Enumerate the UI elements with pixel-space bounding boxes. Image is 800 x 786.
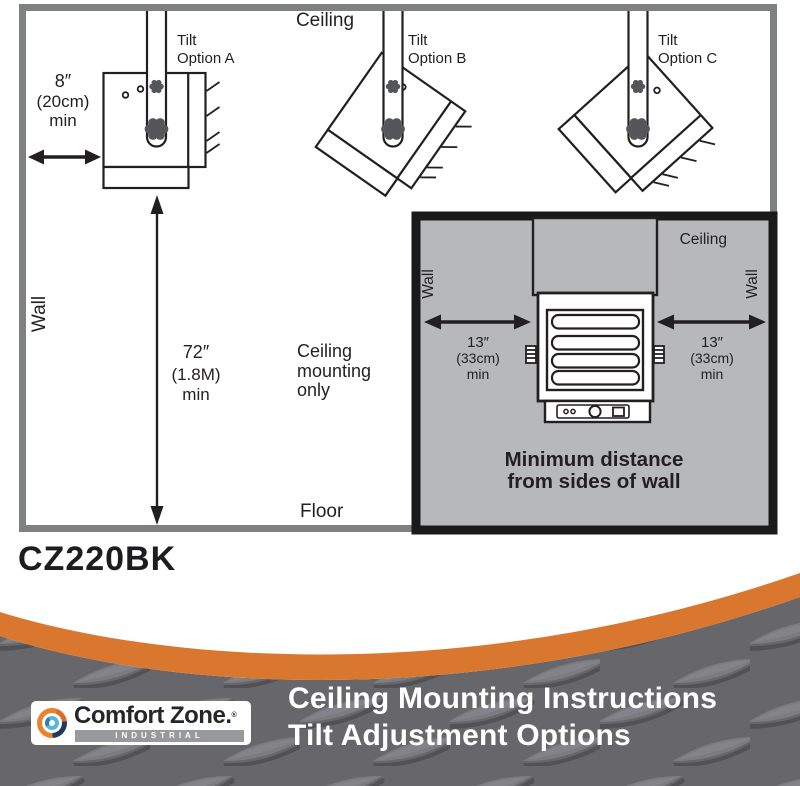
- left-clearance-arrow: [424, 314, 531, 330]
- right-clearance-metric: (33cm): [690, 350, 734, 366]
- mounting-note-line1: Ceiling: [297, 341, 352, 361]
- heater-rear-housing: [531, 216, 659, 297]
- floor-clearance-metric: (1.8M): [171, 365, 220, 384]
- orange-curve-stripe: [0, 573, 800, 680]
- thermostat-dial-icon: [588, 404, 602, 419]
- tilt-option-a-label2: Option A: [177, 50, 235, 67]
- footer-title: Ceiling Mounting Instructions Tilt Adjus…: [288, 680, 717, 754]
- brand-name: Comfort Zone.®: [74, 701, 237, 729]
- side-clearance-metric: (20cm): [37, 92, 90, 111]
- side-adjust-knob-left: [525, 345, 537, 364]
- side-clearance-min: min: [49, 111, 76, 130]
- comfort-zone-logo: Comfort Zone.® INDUSTRIAL: [31, 701, 251, 745]
- side-clearance-dimension: 8″ (20cm) min: [28, 71, 101, 165]
- inset-caption-line2: from sides of wall: [507, 470, 680, 493]
- right-clearance-arrow: [657, 314, 766, 330]
- emblem-core: [45, 716, 59, 730]
- floor-clearance-value: 72″: [183, 342, 210, 362]
- ceiling-mounting-diagram: Ceiling Tilt Option A Tilt Option B Tilt…: [19, 4, 778, 535]
- louvers: [550, 313, 641, 386]
- indicator-light-icon: [570, 408, 576, 415]
- tilt-option-c-label2: Option C: [658, 50, 717, 67]
- right-clearance-min: min: [701, 366, 724, 382]
- comfort-zone-emblem-icon: [37, 708, 67, 738]
- emblem-ring: [42, 713, 62, 733]
- heater-tilt-option-a: [102, 9, 221, 190]
- model-number: CZ220BK: [18, 540, 177, 578]
- wall-distance-inset: Ceiling Wall Wall 13″ (33cm) min 13″ (33…: [411, 211, 778, 535]
- mounting-note-line3: only: [297, 380, 330, 400]
- logo-text: Comfort Zone.® INDUSTRIAL: [74, 701, 245, 743]
- mounting-note-line2: mounting: [297, 361, 371, 381]
- ceiling-label: Ceiling: [296, 10, 354, 31]
- control-panel: [543, 399, 652, 424]
- heater-front-view: [525, 216, 665, 424]
- left-clearance-min: min: [467, 366, 490, 382]
- side-adjust-knob-right: [653, 345, 665, 364]
- indicator-light-icon: [563, 408, 569, 415]
- right-clearance-value: 13″: [701, 334, 724, 351]
- footer-title-line2: Tilt Adjustment Options: [288, 719, 631, 752]
- switch-icon: [612, 406, 625, 417]
- inset-ceiling-label: Ceiling: [680, 231, 727, 248]
- brand-tagline: INDUSTRIAL: [74, 728, 245, 743]
- louver-frame: [545, 308, 645, 392]
- floor-clearance-arrow: [150, 195, 164, 525]
- control-panel-frame: [556, 404, 630, 419]
- wall-label: Wall: [29, 296, 50, 332]
- heater-tilt-option-b: [314, 9, 478, 215]
- tilt-option-b-label2: Option B: [408, 50, 466, 67]
- floor-label: Floor: [300, 501, 344, 522]
- inset-caption-line1: Minimum distance: [505, 448, 684, 471]
- floor-clearance-min: min: [182, 385, 209, 404]
- left-clearance-metric: (33cm): [456, 350, 500, 366]
- inset-wall-right-label: Wall: [744, 269, 761, 299]
- footer-title-line1: Ceiling Mounting Instructions: [288, 682, 718, 715]
- tilt-option-c-label: Tilt: [658, 32, 678, 49]
- side-clearance-arrow: [28, 149, 101, 165]
- tilt-option-b-label: Tilt: [408, 32, 428, 49]
- tilt-option-a-label: Tilt: [177, 32, 197, 49]
- floor-clearance-dimension: 72″ (1.8M) min: [150, 195, 221, 525]
- heater-tilt-option-c: [557, 9, 723, 217]
- side-clearance-value: 8″: [55, 71, 72, 91]
- left-clearance-value: 13″: [467, 334, 490, 351]
- inset-wall-left-label: Wall: [420, 269, 437, 299]
- registered-mark-icon: ®: [231, 711, 237, 719]
